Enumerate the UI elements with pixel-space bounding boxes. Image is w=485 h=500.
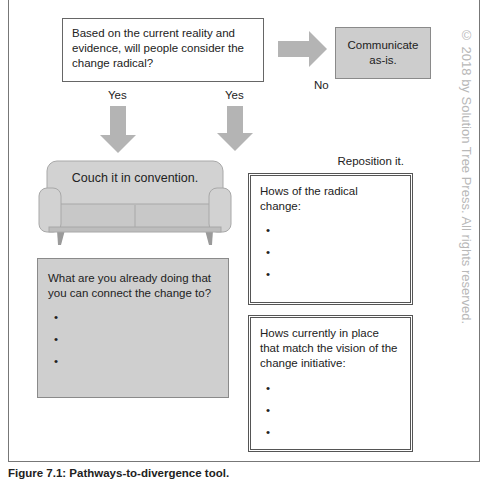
edge-label: Yes: [225, 89, 244, 101]
text-wrap: Communicate as-is.: [344, 38, 422, 68]
block-arrow: [278, 31, 327, 67]
edge-label: Yes: [108, 89, 127, 101]
bullet-point: •: [260, 404, 401, 416]
box-text: Hows currently in place that match the v…: [260, 326, 401, 372]
couch-seam: [135, 205, 136, 227]
bullet-point: •: [260, 268, 401, 280]
couch-arm: [39, 188, 61, 232]
block-arrow: [100, 106, 136, 153]
bullet-point: •: [48, 333, 218, 345]
outcome-box: Communicate as-is.: [335, 27, 431, 79]
couch-illustration: Couch it in convention.: [37, 158, 233, 246]
figure-caption: Figure 7.1: Pathways-to-divergence tool.: [8, 467, 229, 479]
bullet-point: •: [260, 246, 401, 258]
prompt-box: What are you already doing that you can …: [37, 258, 229, 398]
box-text: Hows of the radical change:: [260, 184, 401, 214]
list-box: Hows currently in place that match the v…: [248, 315, 413, 452]
list-box: Reposition it.Hows of the radical change…: [248, 173, 413, 305]
bullet-point: •: [48, 355, 218, 367]
couch-base: [49, 227, 221, 232]
block-arrow: [217, 106, 253, 151]
box-text: Based on the current reality and evidenc…: [72, 26, 254, 72]
copyright-watermark: © 2018 by Solution Tree Press. All right…: [459, 28, 474, 324]
couch-seat: [55, 204, 215, 228]
edge-label: No: [314, 79, 329, 91]
bullet-point: •: [260, 382, 401, 394]
box-text: What are you already doing that you can …: [48, 271, 218, 301]
box-text: Communicate as-is.: [344, 38, 422, 68]
box-heading: Reposition it.: [338, 155, 404, 167]
bullet-point: •: [48, 311, 218, 323]
bullet-point: •: [260, 426, 401, 438]
couch-arm: [209, 188, 231, 232]
couch-text: Couch it in convention.: [37, 171, 233, 185]
decision-box: Based on the current reality and evidenc…: [62, 18, 264, 82]
bullet-point: •: [260, 224, 401, 236]
